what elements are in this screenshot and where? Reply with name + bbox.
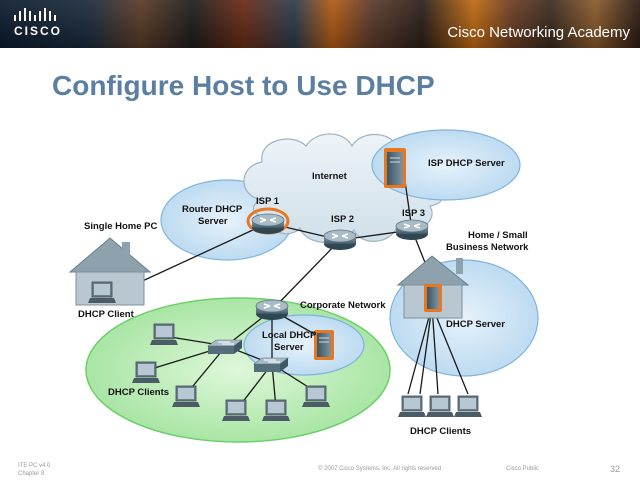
isp3-label: ISP 3 — [402, 208, 425, 219]
corporate-router-icon — [255, 299, 289, 321]
router-dhcp-label-line2: Server — [198, 216, 228, 227]
local-dhcp-server-icon — [314, 330, 334, 360]
dhcp-client-label: DHCP Client — [78, 309, 135, 320]
business-dhcp-server-icon — [424, 284, 442, 312]
academy-title: Cisco Networking Academy — [447, 24, 630, 41]
business-pc-icon — [453, 395, 483, 418]
dhcp-clients-left-label: DHCP Clients — [108, 387, 169, 398]
single-home-pc-label: Single Home PC — [84, 221, 158, 232]
blue-isp-dhcp-zone — [371, 129, 521, 201]
cisco-logo-text: CISCO — [14, 24, 63, 38]
corporate-pc-icon — [171, 385, 201, 408]
banner-photo-strip — [0, 0, 640, 48]
corporate-pc-icon — [131, 361, 161, 384]
footer-public: Cisco Public — [506, 466, 540, 472]
isp2-label: ISP 2 — [331, 214, 354, 225]
isp1-router-icon — [246, 207, 290, 235]
footer-course-line2: Chapter 8 — [18, 471, 45, 477]
corporate-pc-icon — [149, 323, 179, 346]
corporate-network-label: Corporate Network — [300, 300, 386, 311]
internet-label: Internet — [312, 171, 348, 182]
cisco-logo-icon — [14, 8, 56, 21]
dhcp-clients-right-label: DHCP Clients — [410, 426, 471, 437]
dhcp-server-label: DHCP Server — [446, 319, 505, 330]
corporate-pc-icon — [221, 399, 251, 422]
isp3-router-icon — [395, 219, 429, 241]
business-pc-icon — [425, 395, 455, 418]
isp1-label: ISP 1 — [256, 196, 280, 207]
corporate-pc-icon — [261, 399, 291, 422]
footer-copyright: © 2007 Cisco Systems, Inc. All rights re… — [318, 466, 443, 472]
page-number: 32 — [610, 464, 621, 474]
local-dhcp-label-line2: Server — [274, 342, 304, 353]
isp2-router-icon — [323, 229, 357, 251]
home-pc-icon — [87, 281, 117, 304]
footer-course-line1: ITE PC v4.0 — [18, 463, 51, 469]
router-dhcp-label-line1: Router DHCP — [182, 204, 243, 215]
page-title: Configure Host to Use DHCP — [52, 70, 435, 101]
home-small-label-line2: Business Network — [446, 242, 529, 253]
home-small-label-line1: Home / Small — [468, 230, 528, 241]
header-banner: CISCO Cisco Networking Academy — [0, 0, 640, 48]
business-pc-icon — [397, 395, 427, 418]
local-dhcp-label-line1: Local DHCP — [262, 330, 317, 341]
footer-course: ITE PC v4.0 Chapter 8 — [18, 462, 50, 478]
isp-dhcp-server-icon — [384, 148, 406, 188]
corporate-pc-icon — [301, 385, 331, 408]
isp-dhcp-server-label: ISP DHCP Server — [428, 158, 505, 169]
